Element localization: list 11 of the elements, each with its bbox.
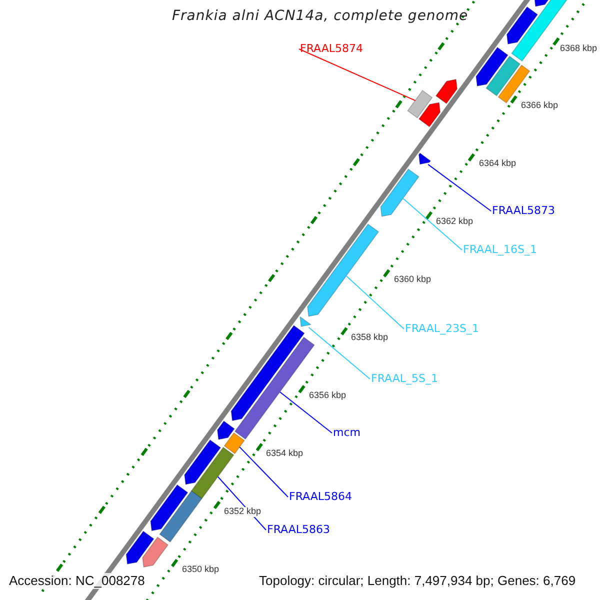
tick-label: 6354 kbp bbox=[266, 449, 304, 459]
tick-label: 6364 kbp bbox=[479, 159, 516, 169]
tick-label: 6366 kbp bbox=[521, 101, 558, 111]
tick-label: 6358 kbp bbox=[351, 333, 388, 343]
tick-label: 6350 kbp bbox=[182, 565, 220, 575]
tick-label: 6352 kbp bbox=[224, 507, 262, 517]
tick-label: 6360 kbp bbox=[394, 275, 432, 285]
tick-label: 6368 kbp bbox=[560, 44, 598, 54]
tick-label: 6362 kbp bbox=[436, 217, 474, 227]
tick-label: 6356 kbp bbox=[309, 391, 346, 401]
title: Frankia alni ACN14a, complete genome bbox=[172, 9, 468, 24]
